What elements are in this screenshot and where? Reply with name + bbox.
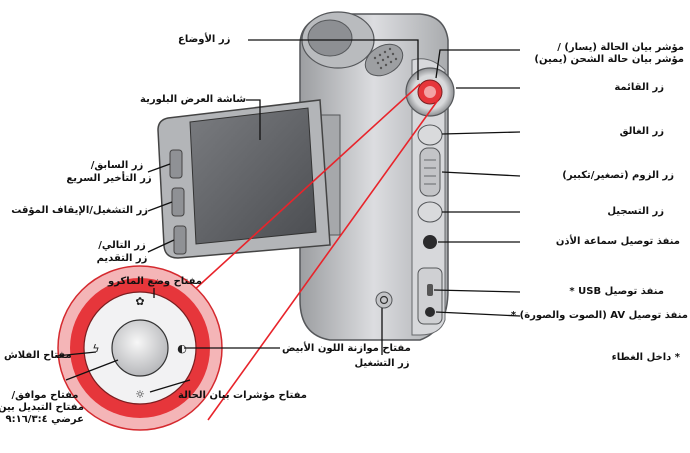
label-power-button: زر التشغيل bbox=[354, 358, 410, 369]
label-usb-port: منفذ توصيل USB * bbox=[569, 286, 664, 297]
label-status-led-2: مؤشر بيان حالة الشحن (يمين) bbox=[534, 54, 684, 65]
label-prev-rewind-2: زر التأخير السريع bbox=[66, 173, 152, 184]
lcd-screen-area bbox=[189, 107, 317, 245]
record-btn-shape[interactable] bbox=[417, 201, 443, 223]
lcd-panel bbox=[157, 99, 331, 259]
white-balance-icon: ◐ bbox=[177, 342, 187, 355]
label-zoom-button: زر الزوم (تصغير/تكبير) bbox=[562, 170, 674, 181]
macro-flower-icon: ✿ bbox=[135, 295, 144, 308]
label-next-forward-1: زر التالي/ bbox=[98, 240, 146, 251]
flash-bolt-icon: ϟ bbox=[92, 342, 99, 355]
label-earphone-port: منفذ توصيل سماعة الأذن bbox=[555, 236, 680, 247]
usb-port-shape bbox=[427, 284, 433, 296]
zoom-pointer-lines bbox=[169, 83, 439, 421]
label-next-forward-2: زر التقديم bbox=[96, 253, 148, 264]
label-inside-cover: * داخل الغطاء bbox=[611, 352, 680, 363]
label-play-pause: زر التشغيل/الإيقاف المؤقت bbox=[11, 205, 148, 216]
label-macro-switch: مفتاح وضع الماكرو bbox=[108, 276, 202, 287]
label-ok-key-1: مفتاح موافق/ bbox=[11, 390, 79, 401]
ok-key-shape[interactable] bbox=[111, 319, 169, 377]
shutter-btn-shape[interactable] bbox=[417, 124, 443, 146]
label-prev-rewind-1: زر السابق/ bbox=[90, 160, 144, 171]
av-port-shape bbox=[425, 307, 435, 317]
status-sun-icon: ☼ bbox=[135, 388, 145, 401]
leader-lines bbox=[55, 39, 521, 393]
next-forward-btn[interactable] bbox=[173, 225, 187, 255]
label-mode-button: زر الأوضاع bbox=[178, 34, 231, 45]
label-ok-key-2: مفتاح التبديل بين bbox=[0, 402, 84, 413]
label-record-button: زر التسجيل bbox=[607, 206, 664, 217]
label-lcd-screen: شاشة العرض البلورية bbox=[140, 94, 247, 105]
prev-rewind-btn[interactable] bbox=[169, 149, 183, 179]
zoomed-dial: ✿ ϟ ◐ ☼ bbox=[57, 265, 223, 431]
label-av-port: منفذ توصيل AV (الصوت والصورة) * bbox=[510, 310, 688, 321]
label-menu-button: زر القائمة bbox=[614, 82, 664, 93]
label-ok-key-3: عرضي ٩:١٦/٣:٤ bbox=[5, 414, 85, 425]
label-white-balance-key: مفتاح موازنة اللون الأبيض bbox=[282, 343, 411, 354]
power-btn-shape[interactable] bbox=[375, 291, 393, 309]
play-pause-btn[interactable] bbox=[171, 187, 185, 217]
label-flash-key: مفتاح الفلاش bbox=[4, 350, 72, 361]
zoom-rocker[interactable] bbox=[419, 147, 441, 197]
label-status-led-1: مؤشر بيان الحالة (يسار) / bbox=[557, 42, 684, 53]
label-shutter-button: زر الغالق bbox=[619, 126, 664, 137]
label-status-indicator-key: مفتاح مؤشرات بيان الحالة bbox=[178, 390, 307, 401]
earphone-jack bbox=[423, 235, 437, 249]
speaker-grill bbox=[373, 47, 398, 70]
